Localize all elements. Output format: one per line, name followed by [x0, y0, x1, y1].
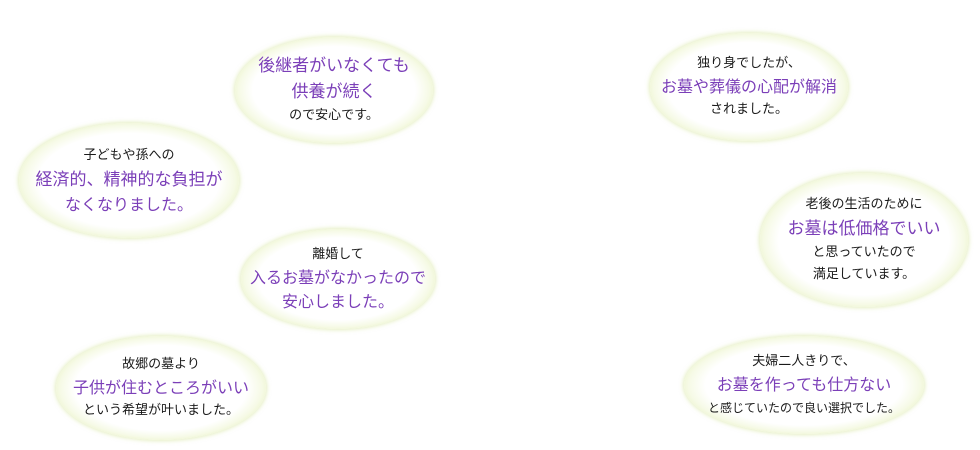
testimonial-highlight: お墓や葬儀の心配が解消 [660, 77, 837, 96]
testimonial-text: 老後の生活のために [805, 197, 923, 212]
testimonial-text: されました。 [709, 102, 788, 117]
testimonial-bubble-children: 子どもや孫への 経済的、精神的な負担が なくなりました。 [19, 123, 239, 238]
testimonial-highlight: なくなりました。 [64, 194, 193, 214]
testimonial-text: 故郷の墓より [122, 357, 200, 372]
testimonial-bubble-successor: 後継者がいなくても 供養が続く ので安心です。 [235, 37, 433, 143]
testimonial-text: と感じていたので良い選択でした。 [707, 401, 900, 415]
testimonial-text: という希望が叶いました。 [82, 403, 239, 418]
testimonial-bubble-retirement: 老後の生活のために お墓は低価格でいい と思っていたので 満足しています。 [760, 173, 968, 307]
testimonial-text: ので安心です。 [289, 108, 379, 123]
testimonial-text: 満足しています。 [812, 267, 916, 282]
testimonial-highlight: お墓を作っても仕方ない [716, 375, 892, 394]
testimonial-bubble-divorce: 離婚して 入るお墓がなかったので 安心しました。 [241, 229, 435, 329]
testimonial-highlight: 後継者がいなくても [258, 56, 410, 76]
testimonial-text: と思っていたので [812, 245, 916, 260]
testimonial-text: 子どもや孫への [83, 147, 175, 163]
testimonial-text: 夫婦二人きりで、 [752, 354, 856, 369]
testimonial-text: 独り身でしたが、 [697, 56, 801, 71]
testimonial-highlight: 安心しました。 [281, 292, 394, 311]
testimonial-highlight: 供養が続く [291, 82, 377, 102]
testimonial-bubble-single: 独り身でしたが、 お墓や葬儀の心配が解消 されました。 [650, 33, 848, 141]
testimonial-highlight: 経済的、精神的な負担が [35, 169, 223, 190]
testimonial-highlight: 子供が住むところがいい [72, 378, 249, 397]
testimonial-bubble-hometown: 故郷の墓より 子供が住むところがいい という希望が叶いました。 [56, 336, 266, 440]
testimonial-highlight: 入るお墓がなかったので [249, 268, 426, 287]
testimonial-bubble-couple: 夫婦二人きりで、 お墓を作っても仕方ない と感じていたので良い選択でした。 [684, 336, 924, 434]
testimonial-highlight: お墓は低価格でいい [787, 219, 941, 239]
testimonial-text: 離婚して [312, 247, 364, 262]
